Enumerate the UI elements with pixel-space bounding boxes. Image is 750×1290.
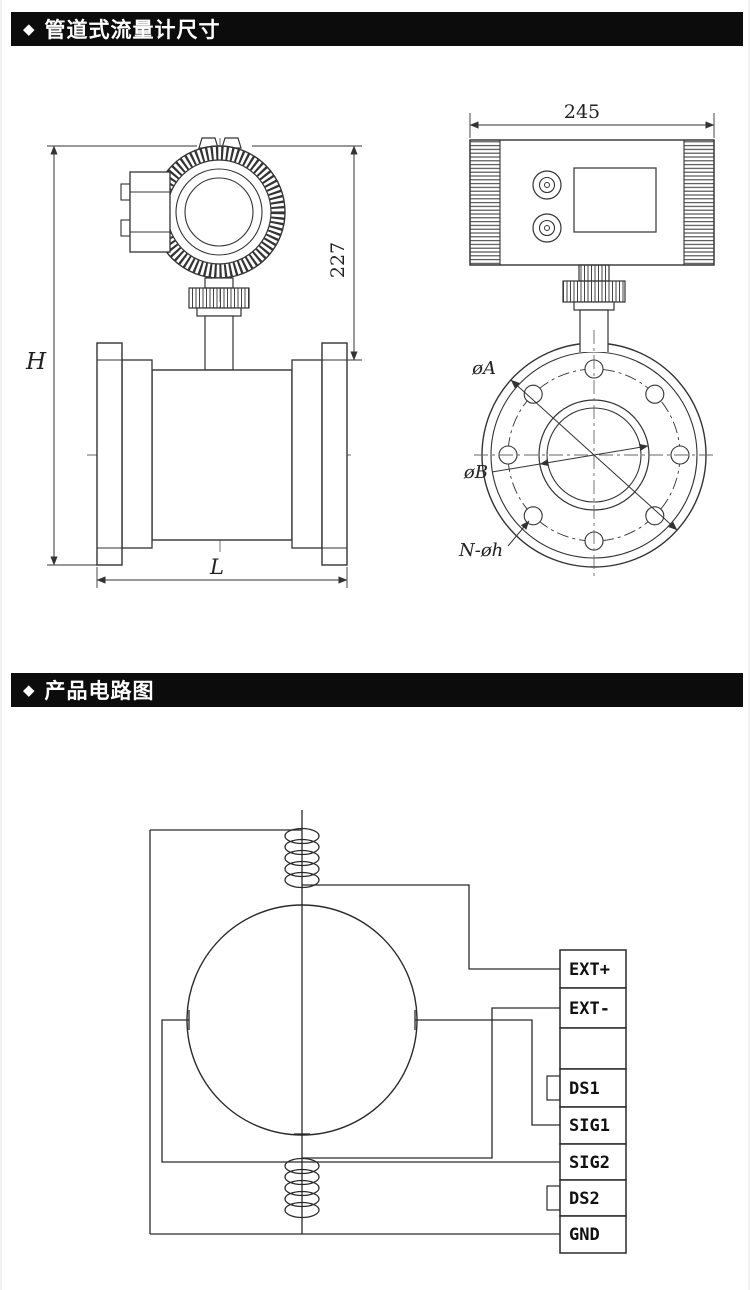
terminal-cell-empty [559, 1027, 627, 1070]
flange-plate-left [96, 342, 123, 566]
flange-hub-right [291, 359, 323, 549]
converter-head [152, 145, 286, 279]
section-header-dimensions: ◆ 管道式流量计尺寸 [11, 12, 743, 46]
excitation-coil-top [284, 827, 320, 889]
terminal-cell-gnd [559, 1215, 627, 1254]
product-circuit-diagram: EXT+ EXT- DS1 SIG1 SIG2 DS2 GND [149, 810, 627, 1254]
side-view: 245 [458, 101, 716, 580]
terminal-tab-ds2 [546, 1185, 561, 1211]
terminal-label-sig2: SIG2 [569, 1153, 610, 1173]
dimension-H-label: H [25, 349, 47, 375]
dimension-L [96, 567, 348, 588]
dimension-H [47, 145, 197, 566]
neck-assembly [188, 277, 250, 371]
front-view: H 227 L [25, 137, 362, 588]
sensor-body [96, 342, 348, 566]
cable-gland-bottom [532, 213, 562, 243]
terminal-label-ds2: DS2 [569, 1189, 600, 1209]
heatsink-fins-left [469, 139, 501, 266]
diamond-icon: ◆ [23, 681, 35, 699]
section-title-circuit: 产品电路图 [44, 680, 155, 703]
bore-diameter-leader [491, 463, 541, 473]
flowmeter-dimension-drawing: H 227 L 245 [25, 101, 716, 588]
bore-diameter-line [539, 443, 649, 467]
side-neck-assembly [562, 264, 626, 311]
junction-box [120, 171, 171, 253]
terminal-label-gnd: GND [569, 1225, 600, 1245]
diamond-icon: ◆ [23, 20, 35, 38]
terminal-cell-ds1 [559, 1068, 627, 1108]
dimension-L-label: L [209, 555, 224, 579]
flange-face [474, 309, 716, 580]
terminal-block [546, 949, 627, 1254]
terminal-label-sig1: SIG1 [569, 1116, 610, 1136]
excitation-coil-bottom [284, 1157, 320, 1219]
terminal-tab-ds1 [546, 1075, 561, 1101]
terminal-cell-sig1 [559, 1106, 627, 1145]
dimension-227 [252, 145, 362, 361]
circuit-wires [149, 810, 560, 1235]
dimension-245 [469, 113, 715, 138]
converter-housing [469, 139, 715, 266]
dimension-245-label: 245 [564, 101, 600, 123]
heatsink-fins-right [683, 139, 715, 266]
sensor-pipe-circle [186, 904, 418, 1136]
flange-diameter-label: øA [471, 358, 496, 379]
display-window [573, 167, 657, 233]
bolt-hole-label: N-øh [458, 540, 503, 561]
flange-hub-left [121, 359, 153, 549]
cable-gland-top [532, 170, 562, 200]
knurled-nut [188, 287, 250, 309]
section-header-circuit: ◆ 产品电路图 [11, 673, 743, 707]
flange-plate-right [321, 342, 348, 566]
bore-diameter-label: øB [463, 462, 488, 483]
terminal-cell-ds2 [559, 1179, 627, 1217]
section-title-dimensions: 管道式流量计尺寸 [44, 19, 221, 42]
dimension-227-label: 227 [327, 242, 349, 278]
terminal-label-ext-minus: EXT- [569, 999, 610, 1019]
bolt-hole-leader [507, 520, 530, 547]
terminal-label-ext-plus: EXT+ [569, 960, 610, 980]
terminal-cell-sig2 [559, 1143, 627, 1181]
terminal-label-ds1: DS1 [569, 1079, 600, 1099]
